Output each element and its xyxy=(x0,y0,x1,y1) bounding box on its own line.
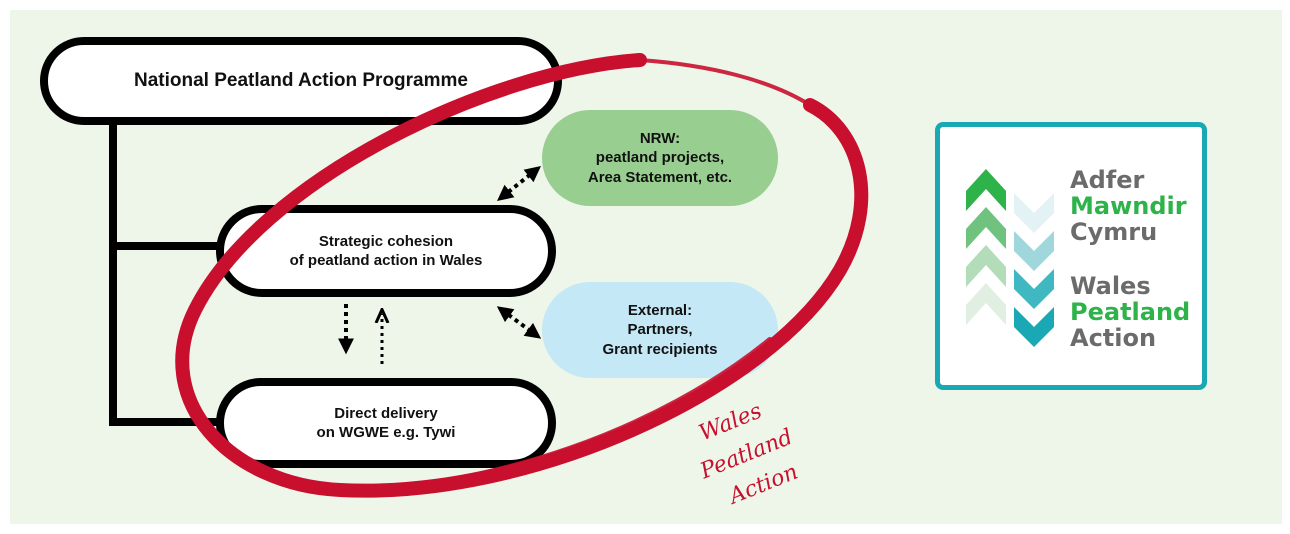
wales-peatland-action-ellipse xyxy=(175,53,869,498)
diagram-canvas: National Peatland Action Programme Strat… xyxy=(10,10,1282,524)
connectors-overlay xyxy=(175,53,869,498)
trunk-line xyxy=(109,120,117,426)
logo-english-line-3: Action xyxy=(1070,324,1157,352)
branch-line-direct xyxy=(109,418,219,426)
branch-line-strategic xyxy=(109,242,219,250)
chevron-arrows-icon xyxy=(966,169,1054,347)
strategic-line-2: of peatland action in Wales xyxy=(289,252,483,269)
programme-label: National Peatland Action Programme xyxy=(134,69,468,91)
strategic-cohesion-box: Strategic cohesion of peatland action in… xyxy=(216,205,556,297)
strategic-line-1: Strategic cohesion xyxy=(318,232,454,250)
logo-welsh-line-1: Adfer xyxy=(1070,166,1145,194)
logo-english-line-2: Peatland xyxy=(1070,298,1191,326)
logo-welsh-line-3: Cymru xyxy=(1070,218,1158,246)
nrw-line-3: Area Statement, etc. xyxy=(587,168,733,186)
direct-delivery-box: Direct delivery on WGWE e.g. Tywi xyxy=(216,378,556,468)
wales-peatland-action-logo: Adfer Mawndir Cymru Wales Peatland Actio… xyxy=(935,122,1207,390)
external-line-1: External: xyxy=(627,301,693,319)
logo-english-line-1: Wales xyxy=(1070,272,1151,300)
direct-line-1: Direct delivery xyxy=(334,404,438,422)
direct-line-2: on WGWE e.g. Tywi xyxy=(316,424,456,441)
nrw-box: NRW: peatland projects, Area Statement, … xyxy=(542,110,778,206)
nrw-line-1: NRW: xyxy=(639,129,681,147)
programme-box: National Peatland Action Programme xyxy=(40,37,562,125)
logo-welsh-line-2: Mawndir xyxy=(1070,192,1187,220)
nrw-line-2: peatland projects, xyxy=(595,149,725,167)
arrow-strategic-external xyxy=(496,306,542,339)
arrow-strategic-nrw xyxy=(496,166,542,201)
external-line-2: Partners, xyxy=(627,321,693,339)
external-line-3: Grant recipients xyxy=(602,340,718,358)
